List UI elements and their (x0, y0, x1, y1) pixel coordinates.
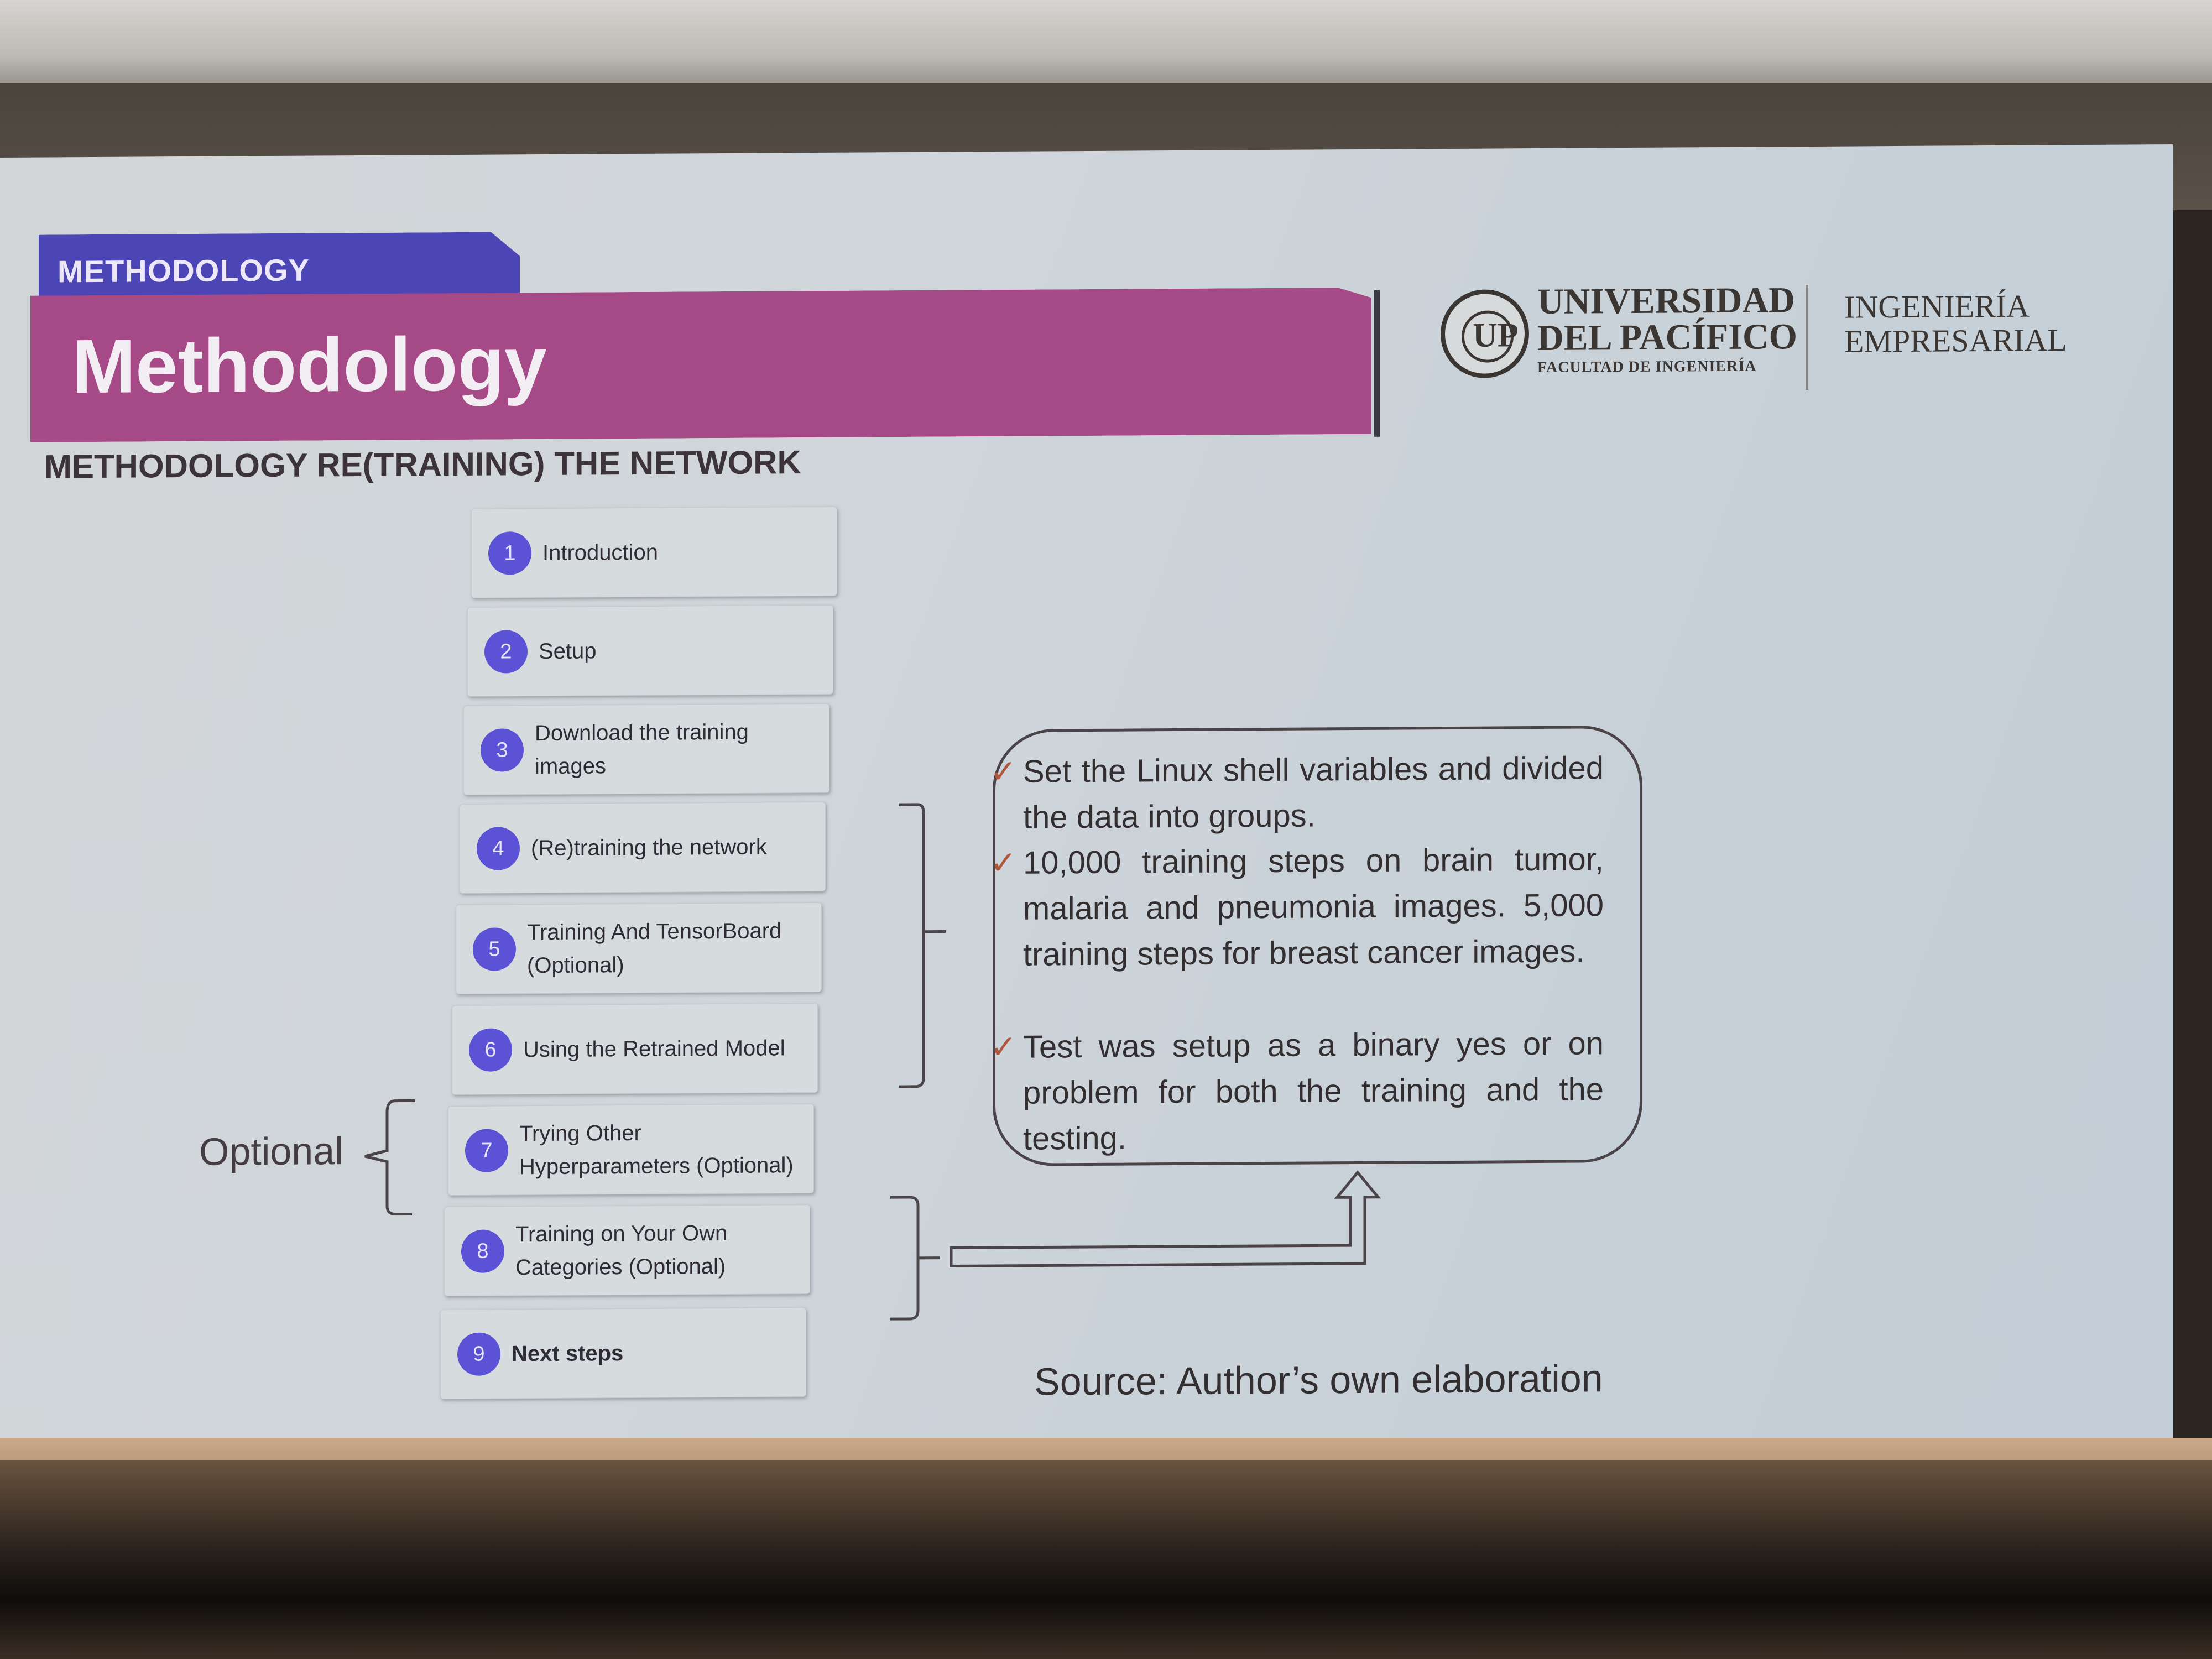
note-item: ✓ Set the Linux shell variables and divi… (990, 745, 1604, 840)
projected-slide: METHODOLOGY Methodology METHODOLOGY RE(T… (0, 144, 2173, 1469)
ceiling (0, 0, 2212, 94)
note-text: Set the Linux shell variables and divide… (1023, 750, 1604, 836)
connector-lines (364, 803, 1381, 1321)
room-floor (0, 1460, 2212, 1659)
bracket-step-8 (890, 1196, 940, 1321)
note-text: Test was setup as a binary yes or on pro… (1023, 1025, 1604, 1157)
source-caption: Source: Author’s own elaboration (1034, 1357, 1603, 1404)
note-item: ✓ 10,000 training steps on brain tumor, … (990, 836, 1604, 977)
check-icon: ✓ (990, 753, 1017, 790)
check-icon: ✓ (990, 1029, 1017, 1066)
note-item: ✓ Test was setup as a binary yes or on p… (990, 1020, 1604, 1161)
bracket-steps-4-6 (899, 803, 946, 1088)
check-icon: ✓ (990, 844, 1017, 881)
note-text: 10,000 training steps on brain tumor, ma… (1023, 841, 1604, 973)
notes-box: ✓ Set the Linux shell variables and divi… (990, 725, 1642, 1167)
up-arrow-icon (950, 1170, 1381, 1268)
optional-brace (364, 1099, 415, 1216)
